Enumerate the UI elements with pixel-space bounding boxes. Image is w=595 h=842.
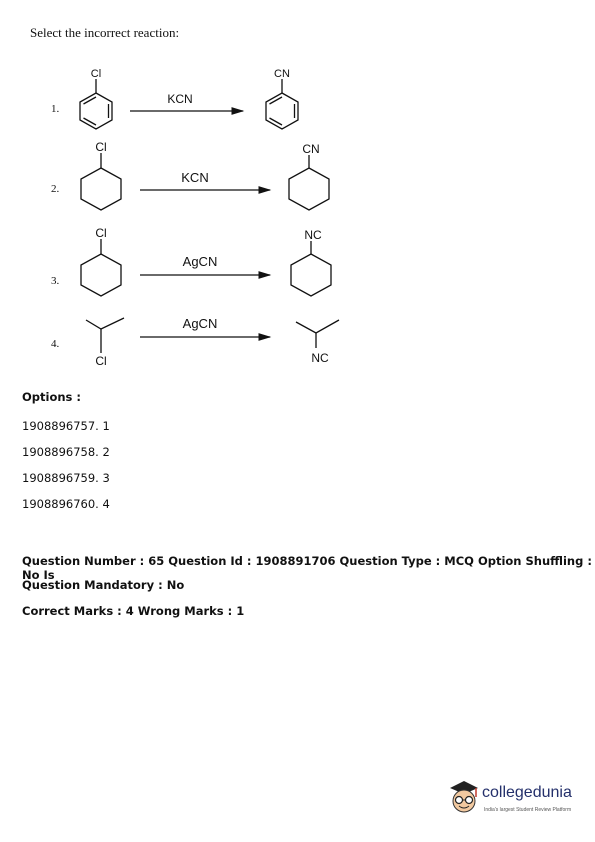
reaction-scheme: Cl KCN CN Cl KCN CN Cl AgCN NC Cl AgCN N… — [79, 68, 340, 368]
options-heading: Options : — [22, 390, 81, 404]
reagent-label-3: AgCN — [183, 254, 218, 269]
reactant-label-4: Cl — [95, 354, 106, 368]
reactant-label-2: Cl — [95, 140, 106, 154]
cyclohexane-ring-product-2 — [288, 167, 330, 211]
cyclohexane-ring-reactant-2 — [80, 167, 122, 211]
benzene-ring-product-1 — [265, 92, 299, 130]
reaction-number-2: 2. — [51, 183, 60, 195]
logo-name: collegedunia — [482, 784, 572, 801]
cyclohexane-ring-reactant-3 — [80, 253, 122, 297]
option-2[interactable]: 1908896758. 2 — [22, 445, 110, 459]
cyclohexane-ring-product-3 — [290, 253, 332, 297]
reactant-label-1: Cl — [91, 68, 101, 80]
product-label-4: NC — [311, 351, 329, 365]
isopropyl-product-4 — [295, 319, 340, 334]
option-4[interactable]: 1908896760. 4 — [22, 497, 110, 511]
product-label-3: NC — [304, 228, 322, 242]
logo-tagline: India's largest Student Review Platform — [484, 807, 572, 813]
question-text: Select the incorrect reaction: — [30, 25, 180, 40]
reagent-label-1: KCN — [167, 92, 192, 106]
reactant-label-3: Cl — [95, 226, 106, 240]
product-label-1: CN — [274, 68, 290, 80]
reagent-label-2: KCN — [181, 170, 208, 185]
collegedunia-logo: collegedunia India's largest Student Rev… — [446, 778, 591, 824]
reaction-4 — [85, 317, 340, 353]
reagent-label-4: AgCN — [183, 316, 218, 331]
product-label-2: CN — [302, 142, 319, 156]
reaction-3 — [80, 239, 332, 297]
benzene-ring-reactant-1 — [79, 92, 113, 130]
option-1[interactable]: 1908896757. 1 — [22, 419, 110, 433]
reaction-number-3: 3. — [51, 275, 60, 287]
reaction-1 — [79, 79, 299, 130]
reaction-number-4: 4. — [51, 338, 60, 350]
option-3[interactable]: 1908896759. 3 — [22, 471, 110, 485]
reaction-number-1: 1. — [51, 103, 60, 115]
reaction-2 — [80, 153, 330, 211]
question-meta-line-1: Question Number : 65 Question Id : 19088… — [22, 554, 592, 582]
isopropyl-reactant-4 — [85, 317, 125, 330]
marks-line: Correct Marks : 4 Wrong Marks : 1 — [22, 604, 245, 618]
question-meta-line-2: Question Mandatory : No — [22, 578, 185, 592]
mascot-icon — [450, 781, 478, 813]
